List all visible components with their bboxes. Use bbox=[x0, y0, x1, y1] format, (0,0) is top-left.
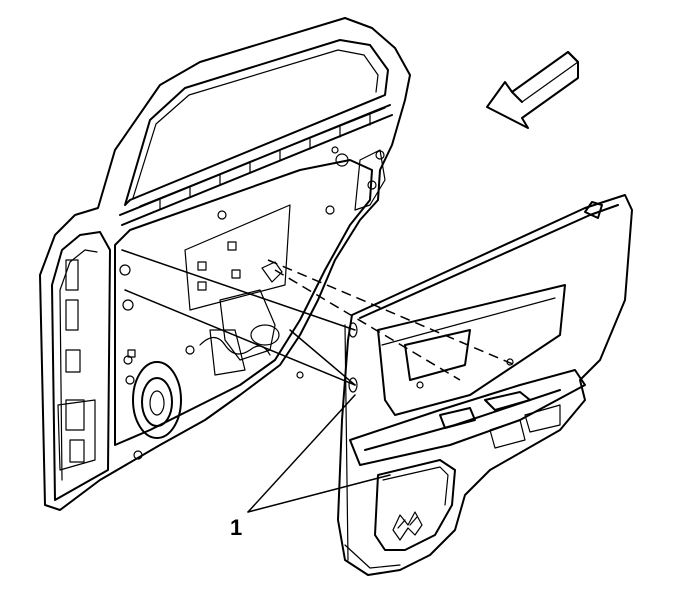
callout-label: 1 bbox=[230, 515, 242, 540]
door-shell bbox=[39, 17, 411, 511]
arrow-left-icon bbox=[486, 51, 579, 129]
callout-1: 1 bbox=[230, 394, 391, 540]
door-trim-panel bbox=[337, 194, 633, 576]
alignment-lines bbox=[121, 249, 516, 386]
